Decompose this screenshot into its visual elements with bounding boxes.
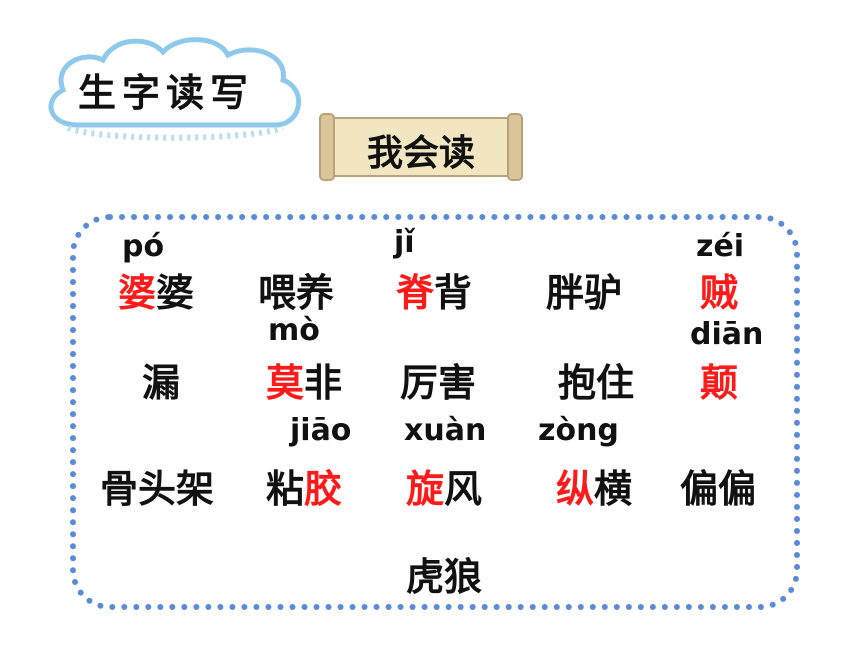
word-rest: 漏 xyxy=(142,361,181,405)
word-rest: 婆 xyxy=(156,271,195,315)
banner-title: 我会读 xyxy=(366,133,475,174)
word-mofei: 莫非 xyxy=(266,364,342,402)
pinyin-po: pó xyxy=(122,229,165,264)
word-rest: 偏偏 xyxy=(680,467,757,511)
word-rest: 胖驴 xyxy=(546,271,623,315)
word-rest: 背 xyxy=(434,271,473,315)
highlight-char: 莫 xyxy=(266,361,305,405)
banner-scroll: 我会读 xyxy=(318,112,524,182)
word-panglv: 胖驴 xyxy=(546,274,622,312)
word-gutoujia: 骨头架 xyxy=(100,470,214,508)
highlight-char: 脊 xyxy=(396,271,435,315)
pinyin-zong: zòng xyxy=(538,413,619,448)
word-zhanjiao: 粘胶 xyxy=(266,470,342,508)
word-rest: 骨头架 xyxy=(100,467,215,511)
word-rest: 厉害 xyxy=(400,361,477,405)
word-lou: 漏 xyxy=(142,364,180,402)
scroll-icon xyxy=(319,113,523,181)
pinyin-xuan: xuàn xyxy=(404,413,487,448)
word-pre: 粘 xyxy=(266,467,305,511)
word-dian: 颠 xyxy=(700,364,738,402)
highlight-char: 贼 xyxy=(700,271,739,315)
word-popo: 婆婆 xyxy=(118,274,194,312)
word-zei: 贼 xyxy=(700,274,738,312)
word-lihai: 厉害 xyxy=(400,364,476,402)
word-list-frame xyxy=(70,214,800,610)
word-xuanfeng: 旋风 xyxy=(406,470,482,508)
word-rest: 虎狼 xyxy=(406,555,483,599)
highlight-char: 旋 xyxy=(406,467,445,511)
section-header-cloud: 生字读写 xyxy=(38,30,308,150)
pinyin-mo: mò xyxy=(268,313,320,348)
word-jibei: 脊背 xyxy=(396,274,472,312)
highlight-char: 婆 xyxy=(118,271,157,315)
word-rest: 非 xyxy=(304,361,343,405)
word-rest: 抱住 xyxy=(558,361,635,405)
section-title: 生字读写 xyxy=(78,71,255,115)
cloud-icon xyxy=(48,37,301,141)
highlight-char: 颠 xyxy=(700,361,739,405)
word-pianpian: 偏偏 xyxy=(680,470,756,508)
pinyin-jiao: jiāo xyxy=(290,413,352,448)
word-hulang: 虎狼 xyxy=(406,558,482,596)
word-zongheng: 纵横 xyxy=(556,470,632,508)
pinyin-dian: diān xyxy=(690,317,764,352)
highlight-char: 胶 xyxy=(304,467,343,511)
word-rest: 风 xyxy=(444,467,483,511)
word-rest: 横 xyxy=(594,467,633,511)
pinyin-ji: jǐ xyxy=(394,225,415,260)
pinyin-zei: zéi xyxy=(696,229,745,264)
word-weiyang: 喂养 xyxy=(258,274,334,312)
highlight-char: 纵 xyxy=(556,467,595,511)
word-rest: 喂养 xyxy=(258,271,335,315)
word-baozhu: 抱住 xyxy=(558,364,634,402)
